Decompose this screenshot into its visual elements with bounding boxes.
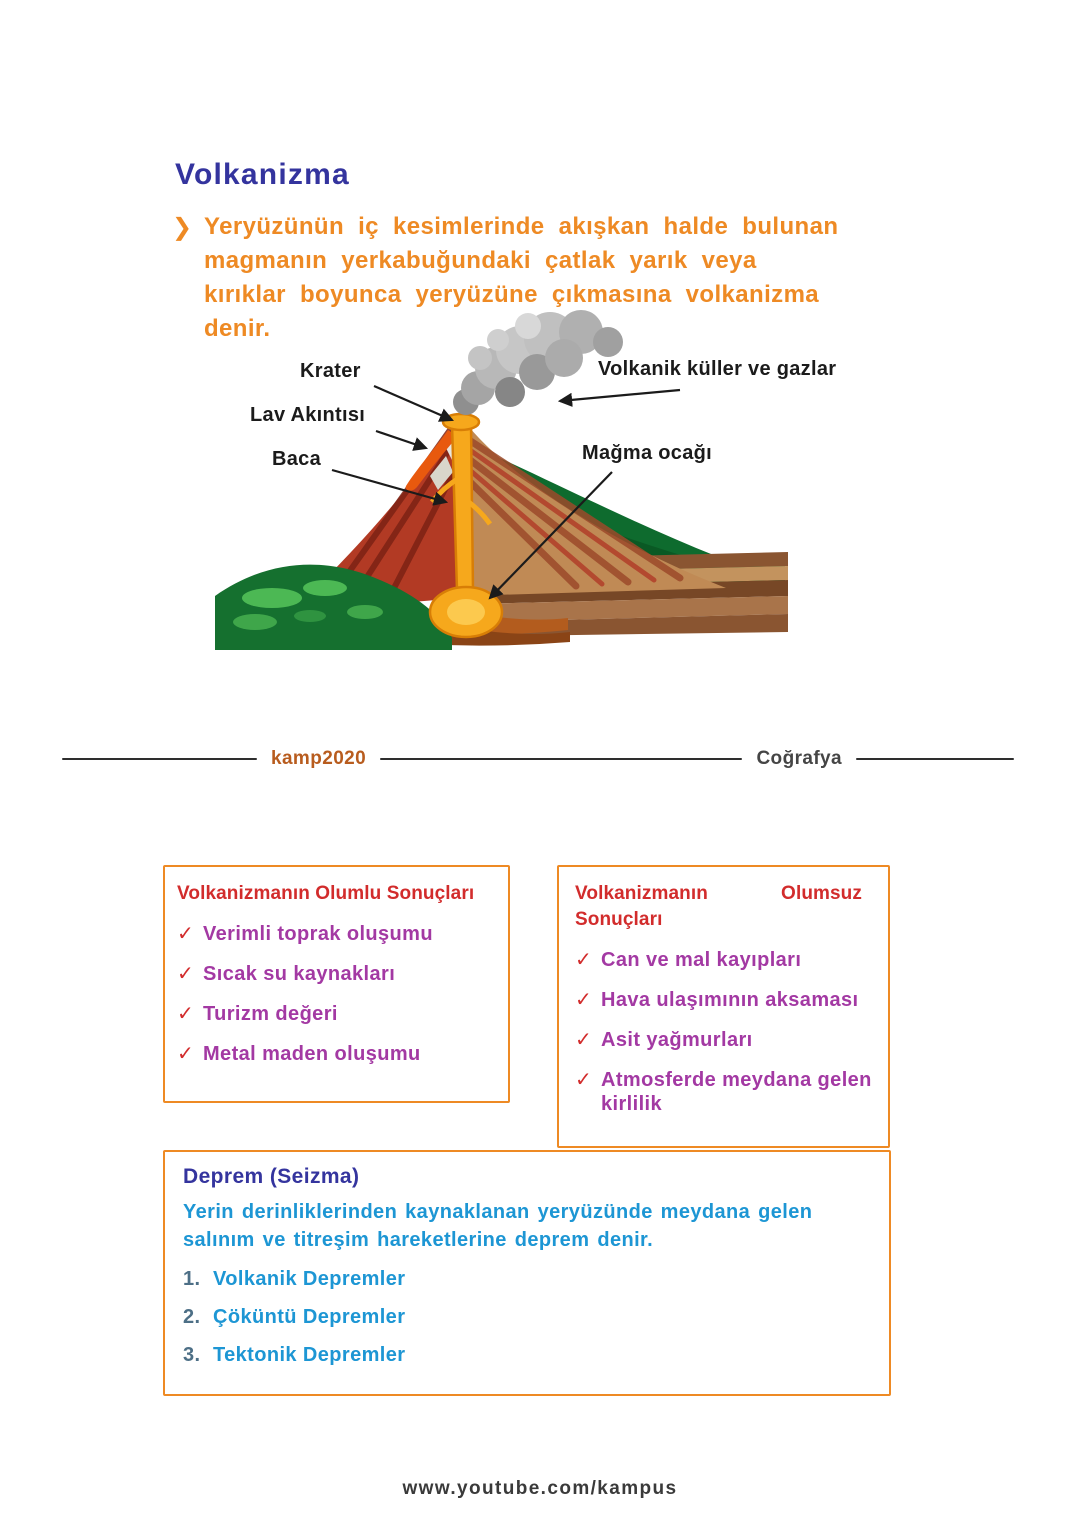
list-item: ✓ Hava ulaşımının aksaması [575, 988, 872, 1012]
intro-paragraph: ❯ Yeryüzünün iç kesimlerinde akışkan hal… [172, 210, 844, 346]
negative-results-title: Volkanizmanın Olumsuz Sonuçları [575, 883, 862, 930]
list-item-label: Metal maden oluşumu [203, 1043, 421, 1065]
list-item: ✓ Atmosferde meydana gelen kirlilik [575, 1068, 872, 1116]
label-volkanik-kuller: Volkanik küller ve gazlar [598, 358, 837, 380]
negative-results-box: Volkanizmanın Olumsuz Sonuçları ✓ Can ve… [557, 865, 890, 1148]
list-item-label: Verimli toprak oluşumu [203, 923, 433, 945]
list-item: ✓ Metal maden oluşumu [177, 1042, 496, 1066]
chevron-bullet-icon: ❯ [172, 214, 193, 241]
item-number: 1. [183, 1268, 201, 1290]
divider-line [856, 758, 1014, 760]
deprem-list: 1. Volkanik Depremler 2. Çöküntü Depreml… [183, 1267, 871, 1367]
list-item: 1. Volkanik Depremler [183, 1267, 871, 1291]
list-item: 2. Çöküntü Depremler [183, 1305, 871, 1329]
list-item-label: Atmosferde meydana gelen kirlilik [601, 1069, 872, 1115]
list-item: ✓ Asit yağmurları [575, 1028, 872, 1052]
label-baca: Baca [272, 448, 322, 470]
item-number: 2. [183, 1306, 201, 1328]
item-label: Çöküntü Depremler [213, 1306, 406, 1328]
divider-line [380, 758, 743, 760]
deprem-box: Deprem (Seizma) Yerin derinliklerinden k… [163, 1150, 891, 1396]
divider-line [62, 758, 257, 760]
page-title: Volkanizma [175, 158, 350, 191]
volcano-diagram: Krater Lav Akıntısı Baca Volkanik küller… [160, 300, 940, 680]
arrow-magma-ocagi [488, 471, 613, 600]
list-item: ✓ Verimli toprak oluşumu [177, 922, 496, 946]
arrow-baca [331, 468, 449, 506]
left-hill [215, 564, 452, 650]
check-icon: ✓ [177, 963, 195, 985]
list-item-label: Can ve mal kayıpları [601, 949, 802, 971]
lava-flow [405, 430, 458, 491]
list-item: 3. Tektonik Depremler [183, 1343, 871, 1367]
volcano-illustration [215, 310, 788, 650]
arrow-volkanik-kuller [557, 388, 681, 408]
check-icon: ✓ [575, 1069, 593, 1091]
list-item: ✓ Turizm değeri [177, 1002, 496, 1026]
check-icon: ✓ [575, 949, 593, 971]
label-lav-akintisi: Lav Akıntısı [250, 404, 366, 426]
list-item-label: Hava ulaşımının aksaması [601, 989, 859, 1011]
positive-results-list: ✓ Verimli toprak oluşumu ✓ Sıcak su kayn… [177, 922, 496, 1066]
check-icon: ✓ [177, 1043, 195, 1065]
list-item-label: Turizm değeri [203, 1003, 338, 1025]
magma-conduit [428, 412, 504, 639]
volcano-cone [290, 416, 726, 612]
list-item-label: Asit yağmurları [601, 1029, 753, 1051]
label-magma-ocagi: Mağma ocağı [582, 442, 712, 464]
footer-url: www.youtube.com/kampus [402, 1478, 678, 1499]
label-krater: Krater [300, 360, 361, 382]
list-item: ✓ Sıcak su kaynakları [177, 962, 496, 986]
item-label: Tektonik Depremler [213, 1344, 406, 1366]
arrow-krater [373, 384, 454, 422]
deprem-title: Deprem (Seizma) [183, 1165, 360, 1188]
divider-label-kamp2020: kamp2020 [271, 748, 367, 769]
list-item-label: Sıcak su kaynakları [203, 963, 396, 985]
intro-text: Yeryüzünün iç kesimlerinde akışkan halde… [204, 213, 839, 342]
item-label: Volkanik Depremler [213, 1268, 406, 1290]
diagram-arrows [331, 384, 681, 600]
item-number: 3. [183, 1344, 201, 1366]
check-icon: ✓ [575, 1029, 593, 1051]
positive-results-box: Volkanizmanın Olumlu Sonuçları ✓ Verimli… [163, 865, 510, 1103]
smoke-plume [453, 310, 623, 415]
negative-results-list: ✓ Can ve mal kayıpları ✓ Hava ulaşımının… [575, 948, 872, 1116]
check-icon: ✓ [177, 923, 195, 945]
check-icon: ✓ [575, 989, 593, 1011]
list-item: ✓ Can ve mal kayıpları [575, 948, 872, 972]
deprem-description: Yerin derinliklerinden kaynaklanan yeryü… [183, 1201, 813, 1251]
arrow-lav-akintisi [375, 429, 429, 451]
page-divider: kamp2020 Coğrafya [62, 748, 1014, 770]
divider-label-cografya: Coğrafya [756, 748, 842, 769]
crater-vent [441, 412, 481, 432]
positive-results-title: Volkanizmanın Olumlu Sonuçları [177, 883, 475, 904]
check-icon: ✓ [177, 1003, 195, 1025]
